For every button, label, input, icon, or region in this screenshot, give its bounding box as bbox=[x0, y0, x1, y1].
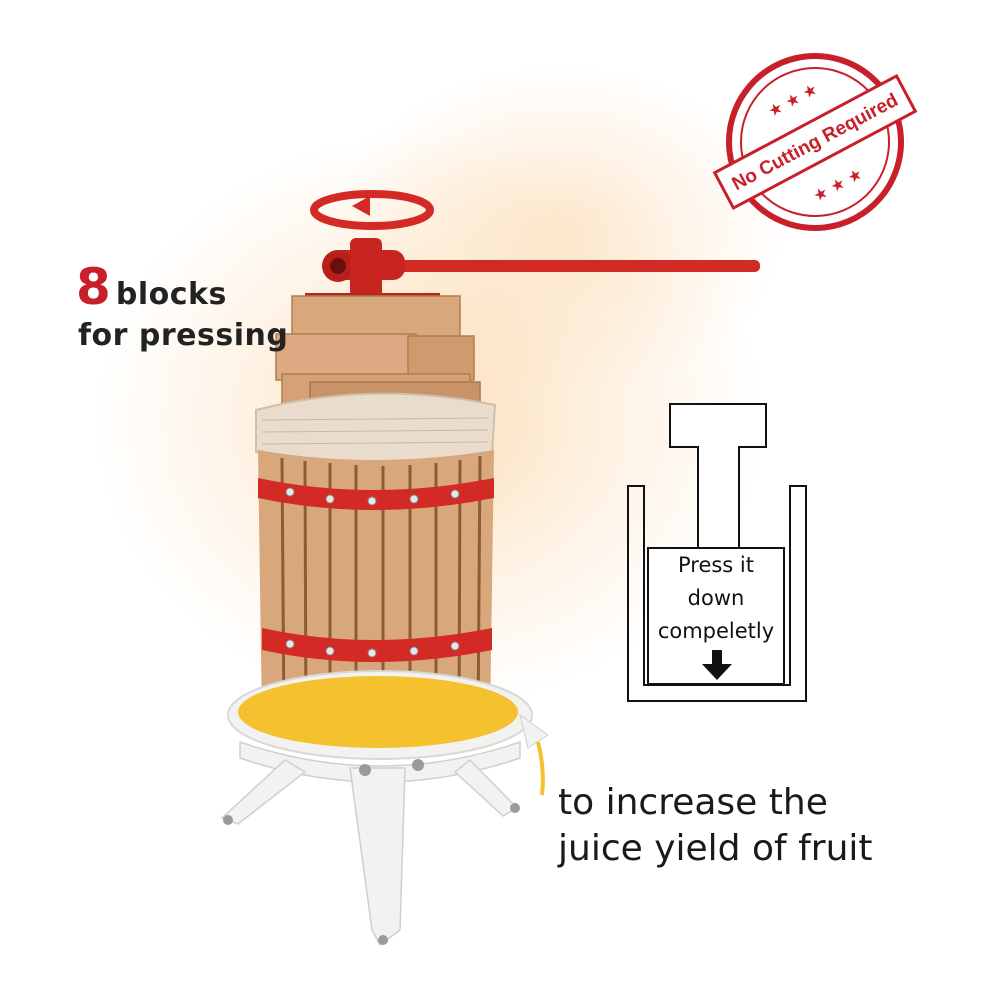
press-diagram bbox=[627, 403, 807, 702]
press-stand bbox=[220, 740, 521, 947]
yield-caption-line2: juice yield of fruit bbox=[558, 828, 873, 869]
blocks-word: blocks bbox=[115, 277, 227, 312]
no-cutting-stamp: No Cutting Required ★ ★ ★ ★ ★ ★ bbox=[712, 53, 918, 231]
diagram-label-line2: down bbox=[687, 586, 745, 610]
diagram-label-line3: compeletly bbox=[657, 619, 775, 643]
blocks-caption-line2: for pressing bbox=[78, 318, 289, 353]
blocks-caption: 8 blocks bbox=[76, 262, 227, 312]
rotate-arrow-icon bbox=[310, 190, 434, 230]
stamp-text: No Cutting Required bbox=[729, 90, 902, 195]
juice-tray bbox=[227, 670, 549, 796]
svg-text:★ ★ ★: ★ ★ ★ bbox=[765, 79, 821, 121]
diagram-label: Press it down compeletly bbox=[648, 549, 784, 648]
press-bag bbox=[255, 392, 497, 463]
wooden-barrel bbox=[258, 450, 494, 736]
yield-caption: to increase the juice yield of fruit bbox=[558, 780, 873, 872]
blocks-count: 8 bbox=[76, 258, 111, 316]
diagram-label-line1: Press it bbox=[677, 553, 754, 577]
svg-text:★ ★ ★: ★ ★ ★ bbox=[810, 164, 866, 206]
yield-caption-line1: to increase the bbox=[558, 782, 828, 823]
arrow-down-icon bbox=[702, 650, 732, 680]
